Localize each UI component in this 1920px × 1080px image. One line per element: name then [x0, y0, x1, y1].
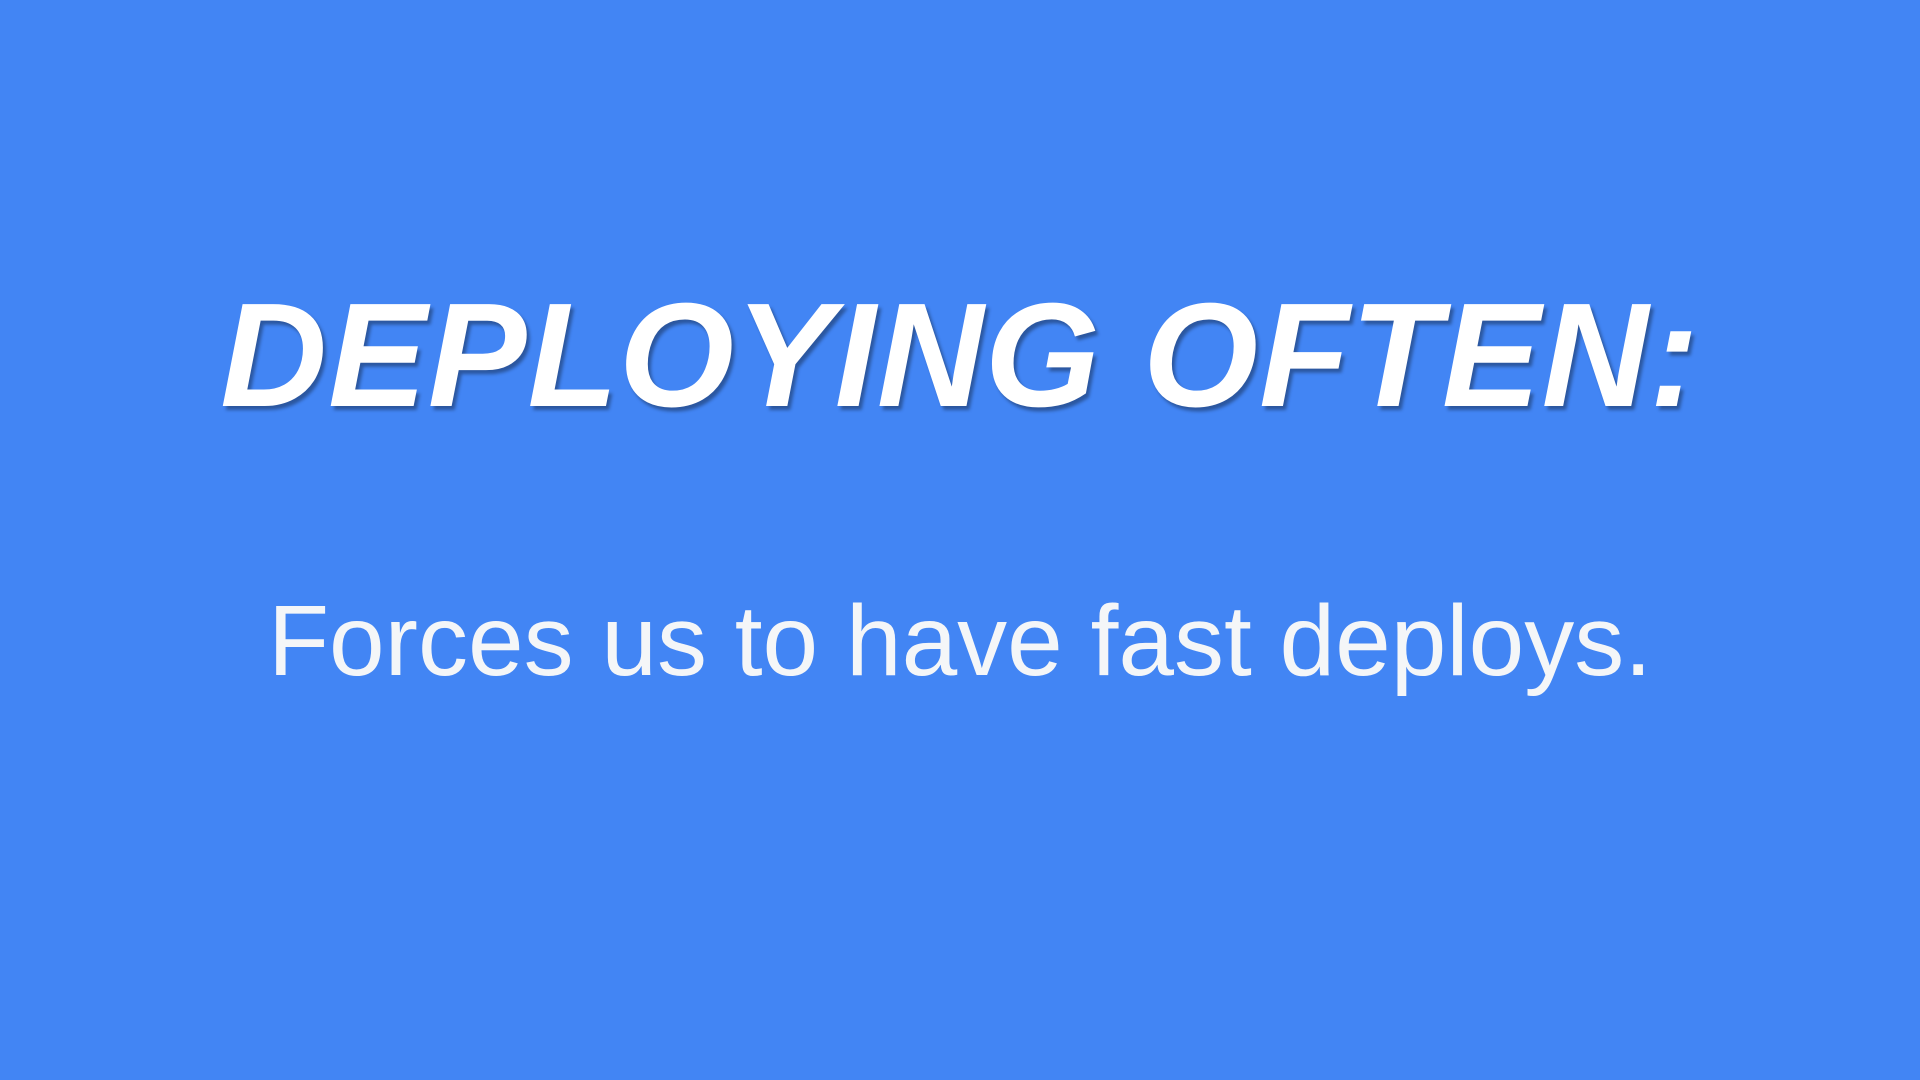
- slide-title: DEPLOYING OFTEN:: [220, 273, 1700, 438]
- slide-subtitle: Forces us to have fast deploys.: [267, 585, 1653, 697]
